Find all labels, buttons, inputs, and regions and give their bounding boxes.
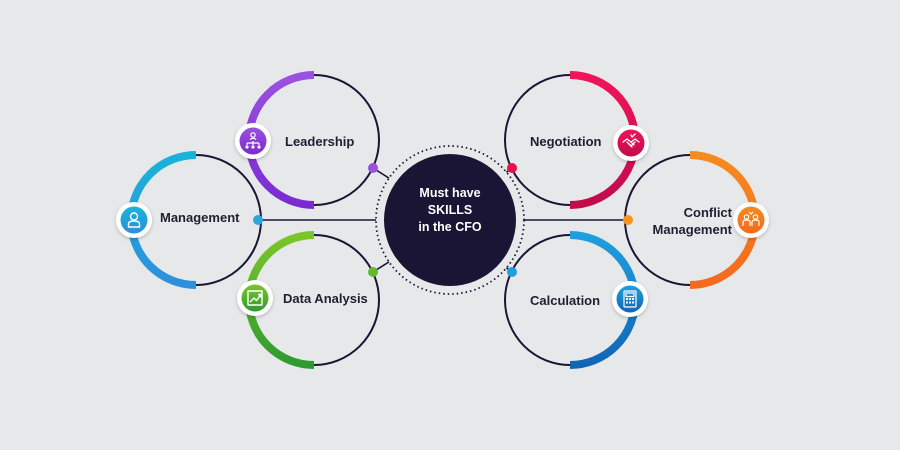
node-dot-calculation <box>507 267 517 277</box>
people-icon <box>733 202 769 238</box>
calculator-icon <box>612 281 648 317</box>
chart-icon <box>237 280 273 316</box>
node-dot-management <box>253 215 263 225</box>
node-dot-conflict-management <box>623 215 633 225</box>
org-chart-icon <box>235 123 271 159</box>
handshake-icon <box>613 125 649 161</box>
node-dot-data-analysis <box>368 267 378 277</box>
skill-label-leadership: Leadership <box>285 134 355 149</box>
skill-label-conflict-management: Conflict Management <box>652 205 732 237</box>
skill-label-calculation: Calculation <box>530 293 601 308</box>
skill-label-data-analysis: Data Analysis <box>283 291 368 306</box>
center-title: Must have SKILLS in the CFO <box>418 186 482 234</box>
node-dot-negotiation <box>507 163 517 173</box>
center-hub <box>375 145 525 295</box>
skill-label-negotiation: Negotiation <box>530 134 602 149</box>
node-dot-leadership <box>368 163 378 173</box>
user-icon <box>116 202 152 238</box>
skill-label-management: Management <box>160 210 240 225</box>
